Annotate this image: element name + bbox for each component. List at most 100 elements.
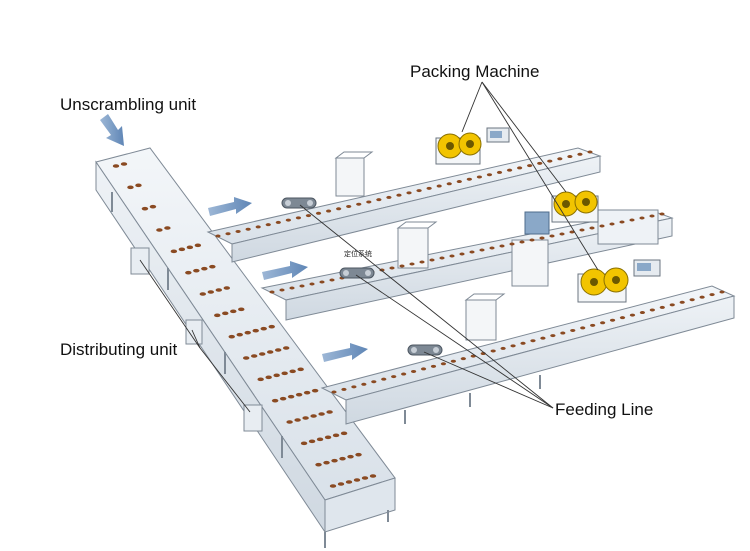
- product-item: [287, 394, 295, 399]
- product-item: [273, 373, 280, 378]
- product-item: [127, 185, 134, 190]
- product-item: [709, 293, 715, 297]
- feeding-line-label: Feeding Line: [555, 400, 654, 419]
- product-item: [324, 435, 332, 440]
- product-item: [419, 260, 425, 264]
- product-item: [297, 367, 304, 372]
- product-item: [406, 191, 412, 195]
- product-item: [329, 484, 337, 488]
- product-item: [527, 164, 533, 168]
- product-item: [257, 377, 264, 382]
- product-item: [112, 164, 120, 168]
- product-item: [332, 433, 340, 438]
- product-item: [164, 226, 171, 230]
- product-item: [336, 207, 342, 211]
- product-item: [345, 480, 353, 484]
- flow-arrow-2: [262, 261, 308, 280]
- flow-arrow-3: [322, 343, 368, 362]
- product-item: [489, 246, 495, 250]
- product-item: [609, 318, 616, 322]
- product-item: [269, 290, 275, 294]
- product-item: [170, 249, 178, 254]
- product-item: [587, 150, 593, 154]
- product-item: [669, 303, 675, 307]
- product-item: [659, 305, 665, 309]
- product-item: [537, 161, 543, 165]
- product-item: [371, 380, 377, 384]
- product-item: [347, 454, 354, 459]
- product-item: [265, 223, 271, 227]
- product-item: [649, 214, 655, 218]
- line-2-products: [269, 212, 665, 294]
- product-item: [351, 385, 357, 389]
- product-item: [228, 334, 235, 339]
- product-item: [619, 316, 626, 320]
- product-item: [429, 258, 435, 262]
- product-item: [570, 328, 576, 332]
- product-item: [520, 341, 526, 345]
- leader-lines: [139, 81, 599, 413]
- product-item: [222, 311, 229, 316]
- product-item: [376, 198, 382, 202]
- product-item: [230, 309, 237, 314]
- product-item: [275, 348, 282, 352]
- product-item: [267, 350, 274, 354]
- product-item: [577, 152, 583, 156]
- product-item: [579, 228, 585, 232]
- product-item: [396, 193, 402, 197]
- product-item: [260, 326, 267, 331]
- product-item: [326, 410, 333, 414]
- product-item: [517, 166, 523, 170]
- feeding-line-2: 定位系统: [260, 209, 674, 321]
- packing-machine-3: [577, 259, 661, 303]
- product-item: [599, 224, 605, 228]
- product-item: [185, 270, 192, 275]
- product-item: [590, 323, 596, 327]
- positioning-system-label: 定位系统: [344, 249, 372, 258]
- product-item: [409, 262, 415, 266]
- product-item: [366, 200, 372, 204]
- product-item: [436, 184, 442, 188]
- product-item: [316, 437, 324, 442]
- product-item: [699, 295, 705, 299]
- product-item: [456, 180, 462, 184]
- product-item: [420, 367, 427, 371]
- product-item: [310, 414, 317, 418]
- product-item: [580, 326, 586, 330]
- product-item: [639, 311, 646, 315]
- product-item: [557, 157, 563, 161]
- product-item: [361, 476, 369, 480]
- product-item: [355, 452, 362, 457]
- packing-machine-2: [524, 190, 599, 235]
- product-item: [649, 308, 655, 312]
- product-item: [567, 155, 573, 159]
- product-item: [207, 290, 214, 294]
- product-item: [510, 344, 516, 348]
- distributing-box-3: [243, 404, 263, 432]
- product-item: [449, 254, 455, 258]
- product-item: [265, 375, 272, 380]
- product-item: [286, 420, 293, 424]
- product-item: [476, 175, 483, 179]
- product-item: [500, 346, 506, 350]
- product-item: [199, 292, 206, 296]
- product-item: [295, 216, 302, 220]
- product-item: [120, 162, 128, 166]
- product-item: [416, 189, 422, 193]
- product-item: [381, 377, 387, 381]
- product-item: [446, 182, 452, 186]
- product-item: [399, 264, 405, 268]
- product-item: [346, 204, 352, 208]
- product-item: [401, 372, 407, 376]
- product-item: [214, 313, 221, 318]
- product-item: [486, 173, 493, 177]
- product-item: [156, 228, 163, 232]
- product-item: [361, 382, 367, 386]
- product-item: [279, 288, 285, 292]
- product-item: [186, 245, 194, 250]
- product-item: [318, 412, 325, 416]
- product-item: [569, 230, 575, 234]
- product-item: [309, 282, 315, 286]
- unscrambling-unit-label: Unscrambling unit: [60, 95, 197, 114]
- feeding-belt-1: [281, 197, 317, 209]
